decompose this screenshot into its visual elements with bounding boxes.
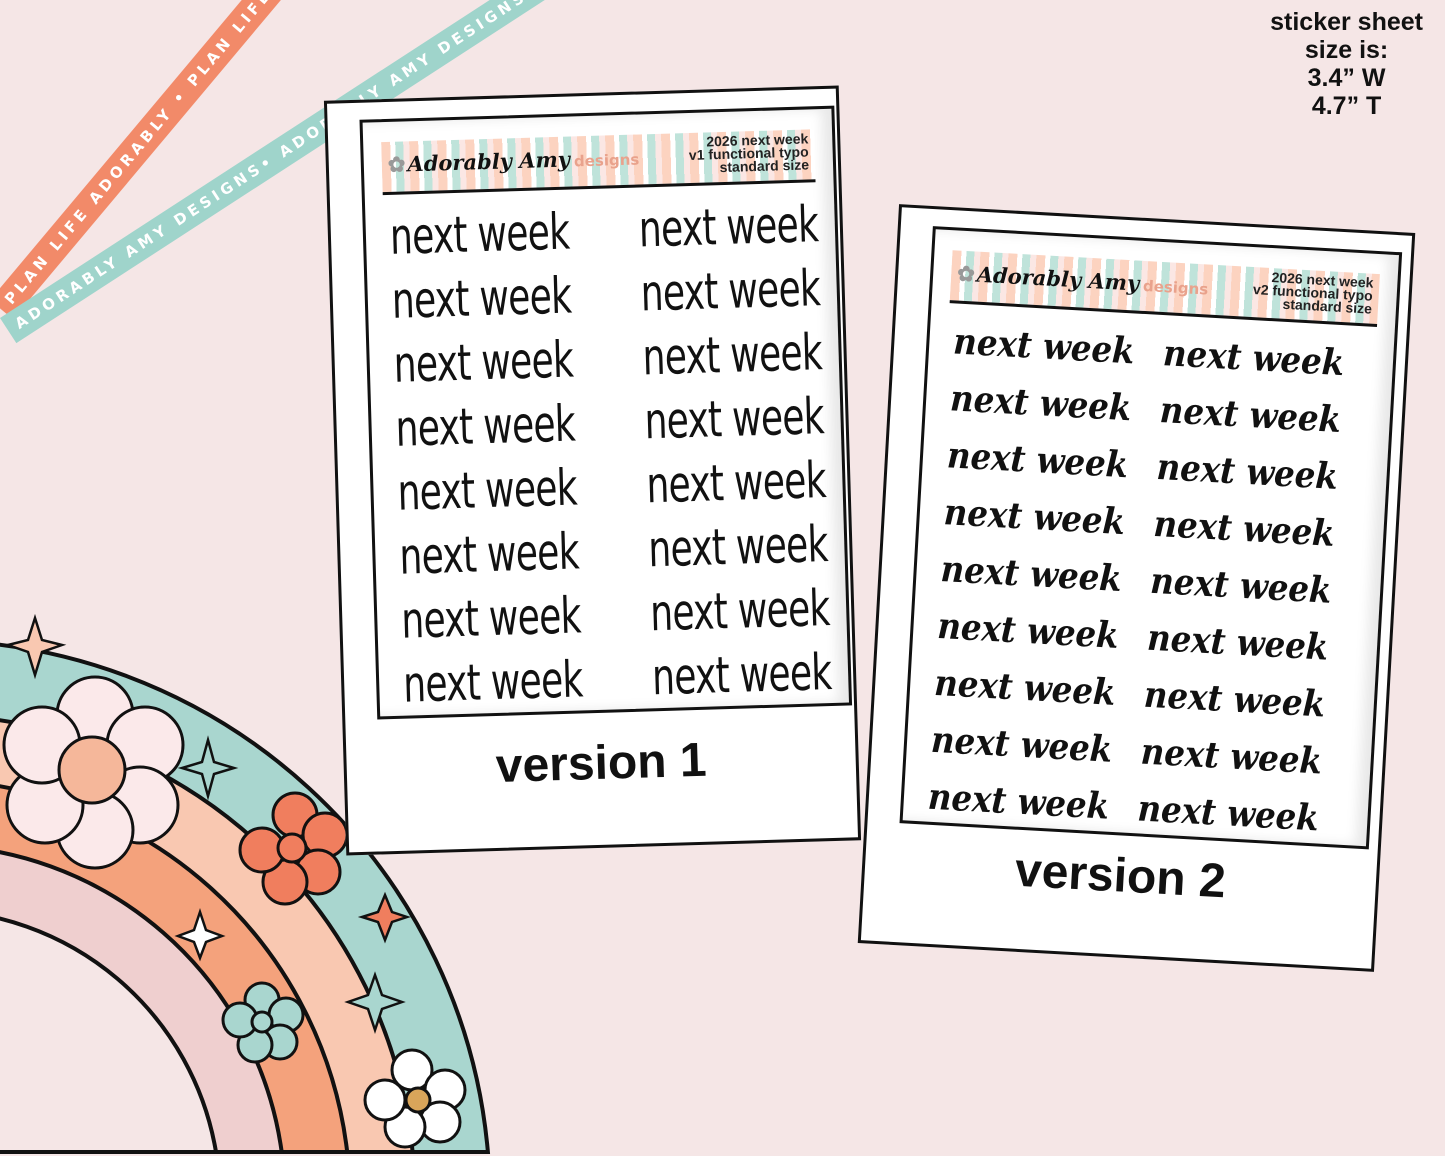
next-week-sticker: next week: [651, 643, 833, 707]
next-week-sticker: next week: [1155, 445, 1339, 499]
next-week-sticker: next week: [939, 548, 1123, 601]
next-week-sticker: next week: [1139, 730, 1324, 783]
next-week-sticker: next week: [933, 661, 1117, 714]
size-line: size is:: [1304, 36, 1389, 64]
sheet-info: 2026 next week v1 functional typo standa…: [688, 130, 810, 175]
next-week-sticker: next week: [400, 586, 582, 650]
next-week-sticker: next week: [936, 604, 1120, 658]
white-flower-icon: [363, 1048, 467, 1149]
next-week-sticker: next week: [1146, 616, 1330, 669]
sheet-size: standard size: [1282, 295, 1373, 317]
orange-flower-icon: [238, 791, 349, 906]
next-week-sticker: next week: [398, 522, 580, 586]
size-height: 4.7” T: [1311, 92, 1382, 120]
sparkle-icon: [174, 908, 226, 962]
next-week-sticker: next week: [647, 515, 829, 579]
sheet-info: 2026 next week v2 functional typo standa…: [1252, 269, 1374, 317]
next-week-sticker: next week: [1158, 389, 1343, 442]
next-week-sticker: next week: [942, 491, 1127, 544]
version-label: version 1: [495, 733, 708, 793]
next-week-sticker: next week: [392, 330, 574, 394]
size-line: sticker sheet: [1270, 8, 1423, 36]
sticker-size-info: sticker sheet size is: 3.4” W 4.7” T: [1270, 8, 1423, 120]
star-icon: [357, 891, 411, 944]
logo-sub: designs: [1142, 276, 1209, 299]
next-week-sticker: next week: [945, 434, 1130, 487]
daisy-icon: ✿: [956, 260, 976, 287]
next-week-sticker: next week: [641, 323, 823, 387]
logo-text: Adorably Amy: [976, 261, 1140, 296]
next-week-sticker: next week: [1142, 673, 1327, 726]
teal-flower-icon: [221, 981, 305, 1064]
next-week-sticker: next week: [1152, 502, 1336, 555]
next-week-sticker: next week: [1136, 787, 1320, 840]
logo-text: Adorably Amy: [407, 146, 571, 177]
rainbow-inner: [0, 916, 219, 1154]
next-week-sticker: next week: [645, 451, 827, 515]
next-week-sticker: next week: [638, 195, 820, 259]
sparkle-icon: [3, 613, 67, 680]
next-week-sticker: next week: [1149, 559, 1333, 612]
next-week-sticker: next week: [926, 775, 1111, 828]
next-week-sticker: next week: [391, 266, 572, 330]
next-week-sticker: next week: [952, 320, 1136, 373]
next-week-sticker: next week: [1161, 332, 1346, 385]
next-week-sticker: next week: [643, 387, 825, 451]
next-week-sticker: next week: [396, 458, 578, 522]
next-week-sticker: next week: [930, 718, 1114, 771]
logo-sub: designs: [573, 150, 640, 171]
next-week-sticker: next week: [394, 394, 576, 458]
smiley-flower-icon: [2, 675, 185, 870]
version-label: version 2: [1013, 843, 1228, 909]
next-week-sticker: next week: [649, 579, 831, 643]
next-week-sticker: next week: [402, 650, 584, 714]
next-week-sticker: next week: [389, 202, 571, 266]
daisy-icon: ✿: [387, 151, 406, 177]
size-width: 3.4” W: [1307, 64, 1386, 92]
sparkle-icon: [344, 971, 406, 1034]
sparkle-icon: [177, 735, 239, 801]
next-week-sticker: next week: [639, 259, 821, 323]
next-week-sticker: next week: [949, 377, 1133, 430]
